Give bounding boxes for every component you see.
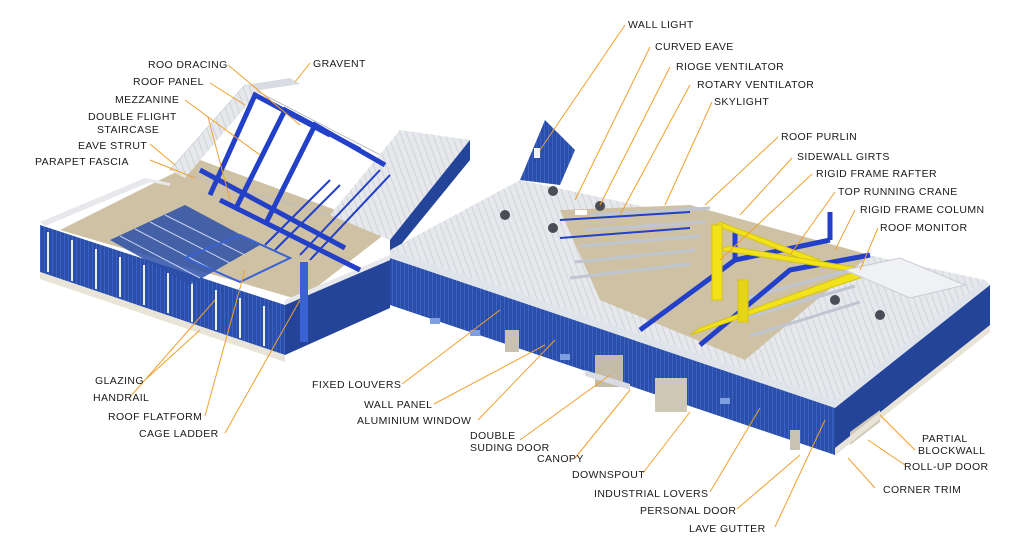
label-rollup-door: ROLL-UP DOOR: [904, 461, 989, 473]
label-ridge-ventilator: RIOGE VENTILATOR: [676, 61, 785, 73]
label-eave-gutter: LAVE GUTTER: [689, 523, 766, 535]
left-end-wall: [285, 260, 390, 355]
cage-ladder: [300, 262, 308, 342]
label-roof-platform: ROOF FLATFORM: [108, 411, 203, 423]
label-eave-strut: EAVE STRUT: [78, 140, 148, 152]
label-fixed-louvers: FIXED LOUVERS: [312, 379, 402, 391]
front-wall-openings: [430, 318, 800, 450]
label-wall-light: WALL LIGHT: [628, 19, 694, 31]
label-downspout: DOWNSPOUT: [572, 469, 646, 481]
label-corner-trim: CORNER TRIM: [883, 484, 962, 496]
label-skylight: SKYLIGHT: [714, 96, 770, 108]
label-staircase: STAIRCASE: [97, 124, 160, 136]
label-sidewall-girts: SIDEWALL GIRTS: [797, 151, 890, 163]
label-mezzanine: MEZZANINE: [115, 94, 180, 106]
label-gravent: GRAVENT: [313, 58, 366, 70]
skylight: [575, 210, 587, 215]
label-roof-bracing: ROO DRACING: [148, 59, 228, 71]
label-handrail: HANDRAIL: [93, 392, 150, 404]
main-end-wall: [835, 285, 990, 455]
partial-blockwall: [835, 325, 990, 455]
label-partial-2: BLOCKWALL: [918, 445, 986, 457]
left-right-roof: [330, 130, 470, 240]
label-double-sliding-1: DOUBLE: [470, 430, 516, 442]
top-running-crane: [689, 221, 862, 336]
label-double-flight: DOUBLE FLIGHT: [88, 111, 177, 123]
sidewall-girts: [559, 211, 691, 239]
label-rotary-ventilator: ROTARY VENTILATOR: [697, 79, 815, 91]
label-glazing: GLAZING: [95, 375, 144, 387]
label-curved-eave: CURVED EAVE: [655, 41, 734, 53]
left-building: [40, 78, 470, 362]
canopy: [585, 370, 630, 390]
mezzanine-deck: [110, 205, 260, 285]
label-canopy: CANOPY: [537, 453, 584, 465]
label-cage-ladder: CAGE LADDER: [139, 428, 219, 440]
label-wall-panel: WALL PANEL: [364, 399, 433, 411]
label-aluminium-window: ALUMINIUM WINDOW: [357, 415, 472, 427]
handrail: [184, 233, 293, 284]
main-building: [390, 120, 990, 455]
label-double-sliding-2: SUDING DOOR: [470, 442, 550, 454]
label-roof-panel: ROOF PANEL: [133, 76, 204, 88]
roof-purlins: [569, 206, 861, 338]
label-roof-monitor: ROOF MONITOR: [880, 222, 968, 234]
label-industrial-louvers: INDUSTRIAL LOVERS: [594, 488, 709, 500]
label-top-running-crane: TOP RUNNING CRANE: [838, 186, 958, 198]
double-flight-staircase: [264, 169, 391, 261]
label-rigid-frame-column: RIGID FRAME COLUMN: [860, 204, 985, 216]
label-personal-door: PERSONAL DOOR: [640, 505, 737, 517]
leader-lines: [129, 24, 916, 528]
label-rigid-frame-rafter: RIGID FRAME RAFTER: [816, 168, 937, 180]
roof-monitor: [843, 257, 967, 299]
label-partial-1: PARTIAL: [922, 433, 968, 445]
label-parapet-fascia: PARAPET FASCIA: [35, 156, 129, 168]
left-roof-panel: [170, 85, 260, 178]
left-front-wall: [40, 225, 285, 355]
label-roof-purlin: ROOF PURLIN: [781, 131, 858, 143]
wall-light: [534, 148, 540, 158]
